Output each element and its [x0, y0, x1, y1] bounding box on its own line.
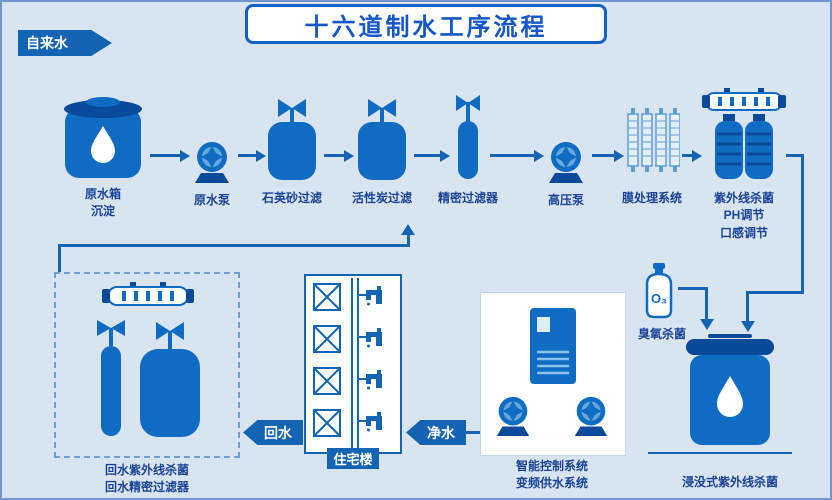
- pipe-line: [801, 154, 804, 294]
- flow-arrow-3: [324, 154, 344, 157]
- membrane-system-icon: [624, 100, 681, 185]
- quartz-sand-filter-label: 石英砂过滤: [261, 191, 322, 205]
- pipe-line: [705, 287, 708, 321]
- pipe-line: [464, 431, 480, 434]
- arrow-head-ozone: [700, 319, 714, 330]
- return-precision-filter-icon: [94, 318, 128, 445]
- quartz-sand-filter-icon: [264, 96, 320, 187]
- ozone-label: 臭氧杀菌: [637, 327, 686, 341]
- high-pressure-pump-icon: [544, 138, 588, 189]
- supply-pump-icon: [492, 392, 534, 443]
- raw-water-pump-icon: [190, 138, 234, 189]
- uv-sterilizer-unit-label: 紫外线杀菌 PH调节 口感调节: [713, 191, 774, 240]
- uv-sterilizer-unit-icon: [702, 88, 786, 187]
- flow-arrow-5: [490, 154, 534, 157]
- arrow-head-into-tank: [741, 321, 755, 332]
- pipe-line: [58, 244, 410, 247]
- precision-filter-label: 精密过滤器: [437, 191, 498, 205]
- flow-arrow-6: [592, 154, 614, 157]
- pipe-line: [407, 234, 410, 246]
- pipe-line: [786, 154, 804, 157]
- flow-arrow-7: [682, 154, 692, 157]
- faucet-icon: [366, 412, 382, 432]
- arrow-head-recirculation: [401, 224, 415, 235]
- return-tank-icon: [138, 320, 202, 445]
- pipe-line: [746, 291, 749, 323]
- clean-water-tag: 净水: [406, 420, 466, 445]
- ozone-bottle-icon: O₃: [640, 262, 678, 325]
- raw-water-tank-label: 原水箱 沉淀: [84, 187, 121, 219]
- control-cabinet-icon: [530, 308, 576, 389]
- faucet-icon: [366, 328, 382, 348]
- activated-carbon-filter-label: 活性炭过滤: [351, 191, 412, 205]
- flow-arrow-1: [150, 154, 180, 157]
- activated-carbon-filter-icon: [354, 96, 410, 187]
- submerged-uv-tank-icon: [684, 334, 776, 455]
- residential-building: [304, 274, 402, 454]
- supply-pump-icon: [570, 392, 612, 443]
- flow-arrow-2: [238, 154, 256, 157]
- ground-line: [648, 452, 792, 454]
- precision-filter-icon: [450, 94, 486, 187]
- return-uv-cylinder-icon: [100, 282, 196, 315]
- raw-water-tank-icon: [62, 94, 144, 185]
- ozone-formula: O₃: [651, 291, 667, 306]
- building-tag: 住宅楼: [327, 448, 379, 469]
- membrane-system-label: 膜处理系统: [621, 191, 682, 205]
- return-water-tag: 回水: [243, 420, 303, 445]
- return-treatment-label: 回水紫外线杀菌 回水精密过滤器: [104, 463, 189, 495]
- pipe-line: [58, 246, 61, 272]
- control-system-label: 智能控制系统 变频供水系统: [515, 459, 588, 491]
- page-title: 十六道制水工序流程: [245, 4, 607, 44]
- pipe-line: [678, 287, 708, 290]
- submerged-uv-label: 浸没式紫外线杀菌: [681, 475, 778, 489]
- pipe-line: [746, 291, 804, 294]
- high-pressure-pump-label: 高压泵: [547, 193, 584, 207]
- return-treatment-box: [54, 272, 240, 458]
- tap-water-source-tag: 自来水: [18, 30, 112, 56]
- faucet-icon: [366, 286, 382, 306]
- flow-arrow-4: [414, 154, 440, 157]
- raw-water-pump-label: 原水泵: [193, 193, 230, 207]
- faucet-icon: [366, 370, 382, 390]
